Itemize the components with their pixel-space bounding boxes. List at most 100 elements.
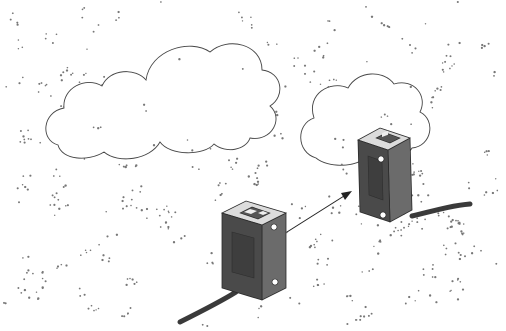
dust-particle — [297, 57, 299, 59]
dust-particle — [82, 73, 85, 76]
dust-particle — [60, 263, 63, 266]
dust-particle — [317, 284, 320, 287]
dust-particle — [338, 211, 341, 214]
dust-particle — [346, 322, 349, 326]
dust-particle — [95, 309, 97, 311]
arrow-icon — [286, 191, 352, 233]
dust-particle — [240, 16, 243, 19]
dust-particle — [411, 220, 413, 222]
dust-particle — [105, 210, 107, 213]
dust-particle — [40, 82, 43, 84]
dust-particle — [256, 180, 260, 183]
dust-particle — [29, 174, 32, 177]
dust-particle — [39, 141, 42, 144]
dust-particle — [27, 138, 30, 140]
photoelectric-sensor-back-icon — [357, 127, 473, 223]
dust-particle — [439, 88, 442, 92]
dust-particle — [435, 301, 438, 304]
dust-particle — [318, 45, 321, 49]
dust-particle — [434, 90, 436, 92]
dust-particle — [250, 24, 253, 26]
dust-particle — [480, 249, 482, 252]
dust-particle — [445, 247, 448, 250]
dust-particle — [152, 144, 156, 147]
dust-particle — [293, 65, 296, 67]
dust-particle — [266, 164, 269, 167]
dust-particle — [53, 203, 56, 206]
dust-particle — [404, 302, 407, 305]
dust-particle — [322, 54, 325, 57]
dust-particle — [81, 8, 84, 11]
dust-particle — [254, 171, 257, 175]
dust-particle — [328, 195, 331, 198]
dust-particle — [115, 19, 118, 22]
dust-particle — [458, 41, 461, 45]
dust-particle — [464, 255, 466, 258]
dust-particle — [431, 96, 433, 99]
dust-particle — [35, 291, 38, 293]
dust-particle — [131, 189, 134, 192]
dust-particle — [172, 241, 176, 244]
dust-particle — [97, 24, 100, 26]
dust-particle — [122, 207, 124, 210]
dust-particle — [487, 42, 490, 45]
dust-particle — [441, 62, 444, 64]
dust-particle — [456, 298, 460, 301]
dust-particle — [451, 65, 453, 67]
dust-particle — [231, 168, 234, 170]
dust-particle — [487, 150, 490, 153]
dust-particle — [266, 41, 269, 44]
dust-cloud-left-icon — [45, 43, 281, 160]
dust-particle — [319, 83, 322, 86]
dust-particle — [408, 43, 412, 47]
dust-particle — [410, 123, 412, 126]
dust-particle — [424, 23, 427, 25]
dust-particle — [78, 81, 81, 84]
dust-particle — [107, 260, 110, 263]
dust-particle — [66, 66, 69, 69]
dust-particle — [44, 84, 47, 87]
dust-particle — [376, 224, 380, 227]
dust-particle — [303, 72, 307, 75]
dust-particle — [125, 205, 128, 208]
dust-particle — [275, 110, 278, 113]
dust-particle — [55, 168, 58, 171]
dust-particle — [56, 267, 58, 269]
dust-particle — [383, 113, 386, 116]
dust-particle — [117, 10, 120, 14]
dust-particle — [437, 212, 440, 215]
dust-particle — [52, 175, 55, 177]
dust-particle — [412, 173, 415, 176]
dust-particle — [432, 264, 434, 266]
dust-particle — [393, 230, 396, 233]
dust-particle — [253, 182, 256, 186]
dust-particle — [459, 281, 462, 283]
dust-particle — [97, 307, 100, 310]
dust-particle — [456, 0, 459, 4]
dust-particle — [32, 272, 34, 275]
dust-particle — [28, 296, 31, 299]
dust-particle — [121, 315, 124, 318]
dust-particle — [21, 183, 24, 186]
dust-particle — [417, 194, 420, 197]
dust-particle — [367, 314, 370, 317]
dust-particle — [386, 115, 389, 117]
dust-particle — [496, 189, 499, 192]
dust-particle — [45, 83, 48, 86]
dust-particle — [316, 278, 319, 281]
dust-particle — [341, 146, 344, 149]
dust-particle — [255, 183, 258, 187]
dust-particle — [334, 137, 337, 141]
dust-particle — [41, 271, 44, 274]
dust-particle — [191, 149, 194, 152]
dust-particle — [183, 235, 186, 237]
dust-particle — [418, 174, 422, 177]
dust-particle — [238, 11, 240, 14]
dust-particle — [434, 275, 437, 279]
dust-particle — [167, 210, 170, 212]
dust-particle — [51, 42, 54, 44]
dust-particle — [170, 216, 173, 218]
dust-particle — [340, 163, 343, 166]
dust-particle — [313, 243, 315, 246]
dust-particle — [26, 188, 29, 191]
